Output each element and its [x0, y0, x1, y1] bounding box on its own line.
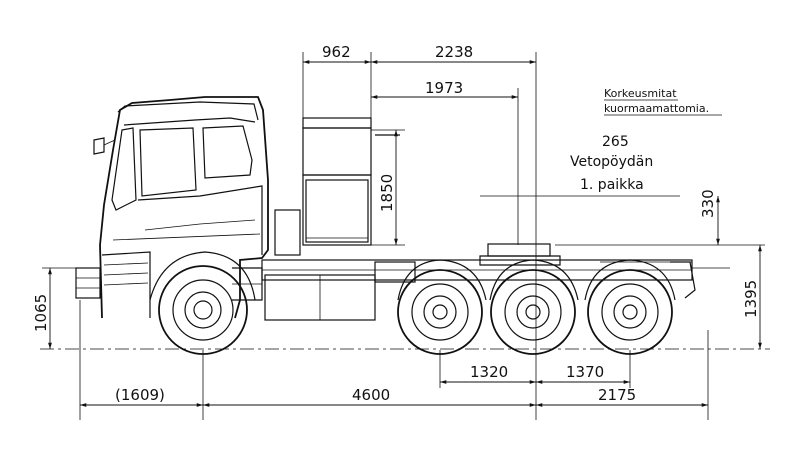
dim-1320: 1320 — [470, 363, 508, 381]
dim-1973: 1973 — [425, 79, 463, 97]
dimension-lines — [48, 60, 762, 407]
truck-cab — [75, 96, 269, 319]
fifth-wheel-note: 265 Vetopöydän 1. paikka — [570, 134, 653, 193]
rear-wheel-3 — [584, 259, 676, 355]
rear-wheel-2 — [489, 259, 579, 355]
dim-2238: 2238 — [435, 43, 473, 61]
fifth-wheel-label-1: Vetopöydän — [570, 154, 653, 170]
fifth-wheel — [479, 243, 696, 299]
dim-962: 962 — [322, 43, 351, 61]
dim-4600: 4600 — [352, 386, 390, 404]
chassis-frame — [261, 209, 693, 321]
extension-lines — [42, 52, 765, 420]
dim-330: 330 — [699, 189, 717, 218]
dim-2175: 2175 — [598, 386, 636, 404]
dim-1395: 1395 — [742, 280, 760, 318]
dim-1370: 1370 — [566, 363, 604, 381]
height-note: Korkeusmitat kuormaamattomia. — [604, 87, 722, 116]
height-note-line2: kuormaamattomia. — [604, 102, 709, 115]
dim-1609: (1609) — [115, 386, 165, 404]
dim-1065: 1065 — [32, 294, 50, 332]
fifth-wheel-label-2: 1. paikka — [580, 177, 644, 193]
rear-wheel-1 — [397, 259, 487, 355]
fifth-wheel-value: 265 — [602, 134, 629, 150]
height-note-line1: Korkeusmitat — [604, 87, 677, 100]
dim-1850: 1850 — [378, 174, 396, 212]
